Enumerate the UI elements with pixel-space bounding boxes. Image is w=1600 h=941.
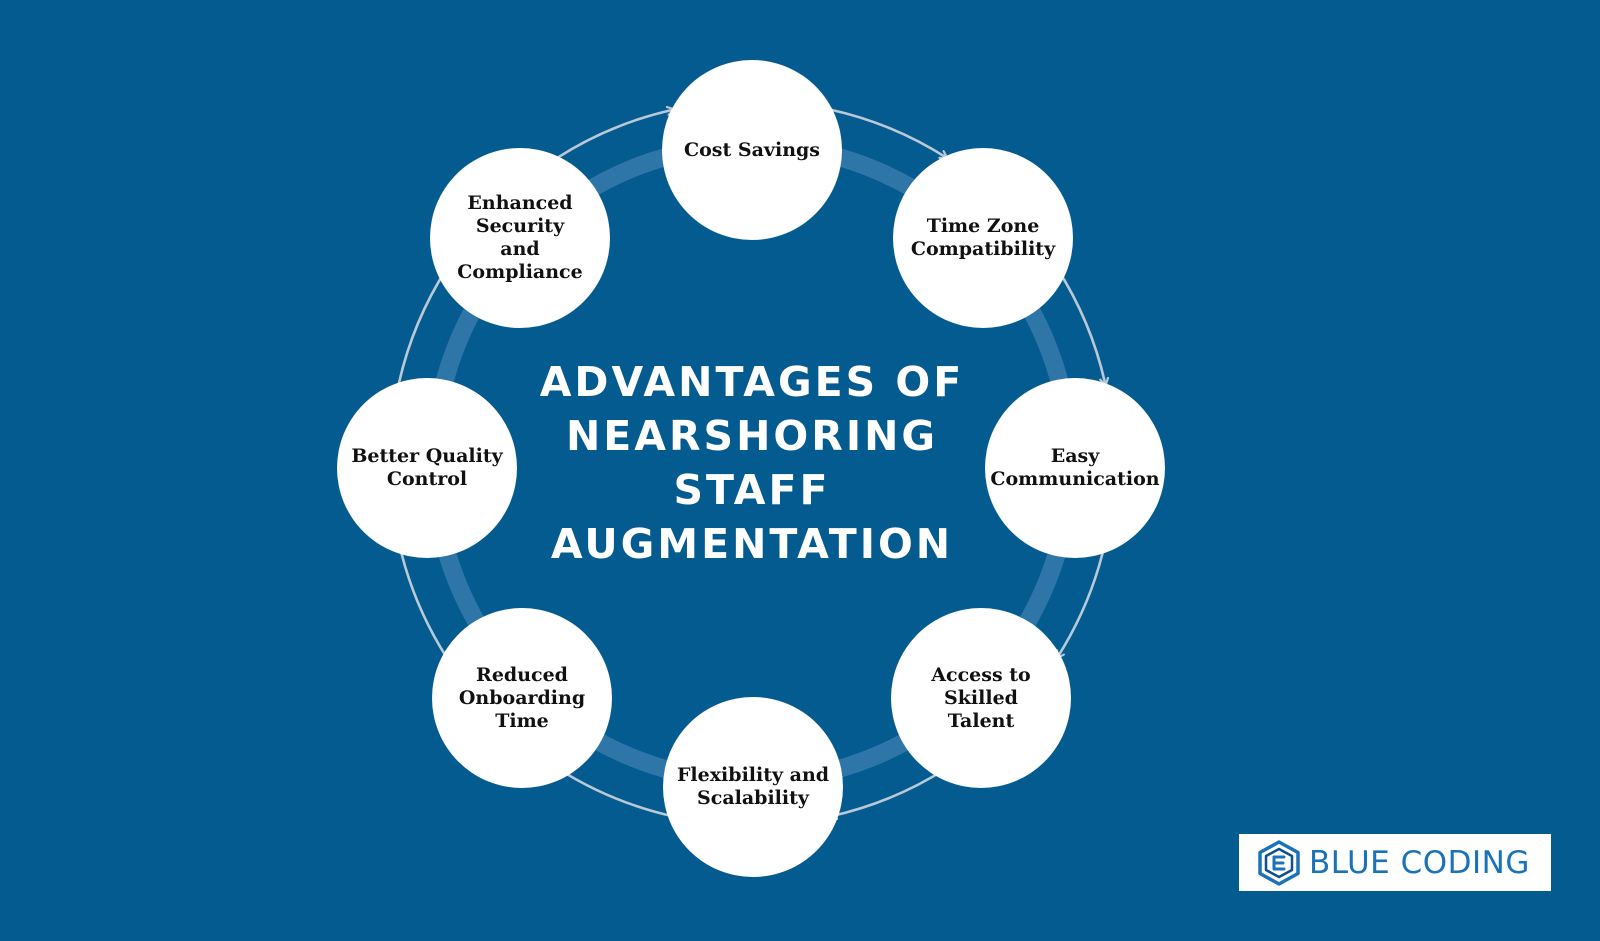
advantage-label: Better Quality Control [351, 445, 503, 490]
advantage-flexibility-and-scalability: Flexibility and Scalability [663, 697, 843, 877]
advantage-time-zone-compatibility: Time Zone Compatibility [893, 148, 1073, 328]
advantage-cost-savings: Cost Savings [662, 60, 842, 240]
hexagon-e-logo-icon [1258, 839, 1300, 886]
advantage-label: Reduced Onboarding Time [458, 663, 586, 732]
advantage-enhanced-security-and-compliance: Enhanced Security and Compliance [430, 148, 610, 328]
advantage-better-quality-control: Better Quality Control [337, 378, 517, 558]
advantage-label: Flexibility and Scalability [676, 764, 830, 809]
cycle-arrow [556, 110, 674, 159]
diagram-title: ADVANTAGES OF NEARSHORING STAFF AUGMENTA… [539, 358, 965, 568]
advantage-easy-communication: Easy Communication [985, 378, 1165, 558]
advantage-label: Cost Savings [684, 138, 820, 161]
advantage-access-to-skilled-talent: Access to Skilled Talent [891, 608, 1071, 788]
cycle-arrow [829, 108, 946, 158]
blue-coding-logo: BLUE CODING [1239, 834, 1551, 891]
advantage-label: Easy Communication [990, 445, 1160, 490]
logo-text: BLUE CODING [1309, 844, 1530, 881]
advantage-label: Enhanced Security and Compliance [457, 192, 583, 283]
advantage-label: Access to Skilled Talent [931, 663, 1031, 732]
advantage-label: Time Zone Compatibility [910, 215, 1056, 260]
advantage-reduced-onboarding-time: Reduced Onboarding Time [432, 608, 612, 788]
